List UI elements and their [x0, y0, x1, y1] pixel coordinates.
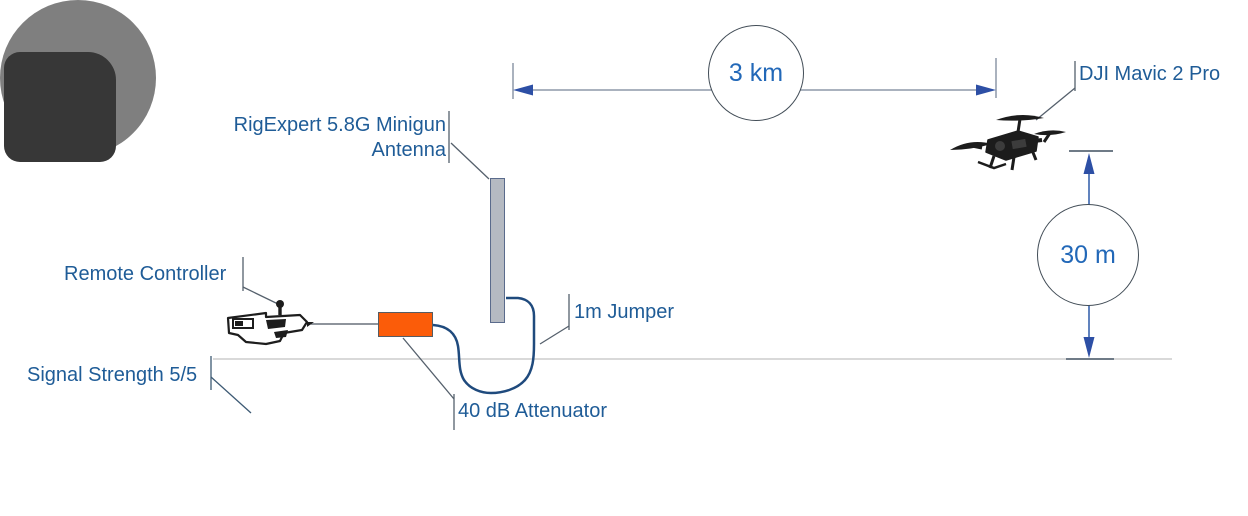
attenuator-leader-line [402, 337, 455, 400]
jumper-cable [432, 296, 536, 395]
remote-controller-label: Remote Controller [64, 263, 227, 285]
signal-leader-line [210, 376, 252, 414]
antenna-label: RigExpert 5.8G Minigun Antenna [196, 113, 446, 163]
signal-bars-icon [4, 52, 116, 162]
distance-bubble: 3 km [708, 25, 804, 121]
altitude-bubble: 30 m [1037, 204, 1139, 306]
antenna-label-line1: RigExpert 5.8G Minigun [233, 114, 446, 136]
remote-controller-leader-line [242, 286, 279, 305]
signal-strength-label: Signal Strength 5/5 [27, 364, 198, 386]
antenna-shape [490, 178, 505, 323]
antenna-label-line2: Antenna [371, 139, 446, 161]
drone-label: DJI Mavic 2 Pro [1079, 63, 1221, 85]
signal-strength-badge [0, 0, 156, 489]
antenna-leader-line [450, 142, 490, 180]
remote-controller-icon [226, 300, 314, 346]
altitude-arrowhead-down [1083, 337, 1095, 358]
attenuator-shape [378, 312, 433, 337]
drone-icon [950, 114, 1066, 171]
drone-leader-line [1035, 87, 1076, 121]
attenuator-label: 40 dB Attenuator [458, 400, 608, 422]
distance-arrowhead-left [513, 84, 533, 96]
altitude-value: 30 m [1060, 240, 1116, 269]
distance-arrowhead-right [976, 84, 996, 96]
distance-value: 3 km [728, 58, 784, 87]
jumper-label: 1m Jumper [574, 301, 675, 323]
altitude-arrowhead-up [1083, 153, 1095, 174]
jumper-leader-line [539, 325, 570, 345]
